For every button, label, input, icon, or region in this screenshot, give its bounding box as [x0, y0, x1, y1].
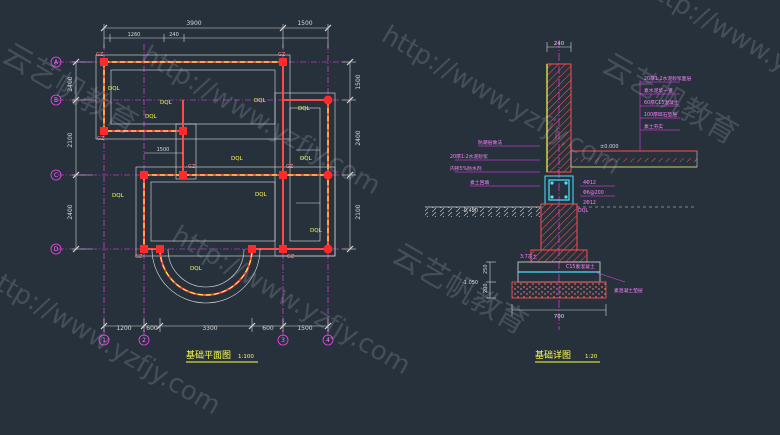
- dql-label: DQL: [255, 192, 268, 198]
- detail-dim-200: 200: [483, 283, 489, 293]
- plan-dim-top-0: 3900: [186, 20, 201, 27]
- axis-label-1: 1: [102, 337, 106, 344]
- detail-bottom-dimension: [511, 304, 607, 316]
- plan-dim-right-2: 2100: [355, 204, 362, 219]
- gravel-pad: [511, 281, 607, 299]
- plan-dim-inner-1500: 1500: [157, 147, 170, 153]
- plan-dimension-ticks: [72, 24, 354, 330]
- ground-fill: [425, 207, 541, 217]
- axis-label-c: C: [54, 172, 58, 179]
- plan-title: 基础平面图: [186, 349, 231, 361]
- detail-side-dimensions: [486, 261, 496, 299]
- note-right-4: 素土夯实: [644, 123, 663, 130]
- axis-label-4: 4: [326, 337, 330, 344]
- note-left-3: 素土回填: [470, 179, 489, 186]
- plan-dim-top-small-2: 1260: [128, 32, 141, 38]
- note-left-2: 内掺5%防水剂: [450, 165, 482, 172]
- gz-label: GZ: [188, 164, 196, 170]
- axis-bubbles: [50, 56, 334, 346]
- gz-label: GZ: [96, 52, 104, 58]
- footing-wall: [540, 203, 578, 251]
- note-right-2: 60厚C15混凝土: [644, 99, 679, 106]
- plan-dim-left-0: 2400: [67, 76, 74, 91]
- plan-dim-bottom-1: 600: [146, 325, 158, 332]
- floor-layer: [571, 158, 697, 162]
- plan-columns: [100, 58, 333, 254]
- plan-dim-top-small-0: 240: [169, 32, 179, 38]
- footing-step: [530, 249, 588, 263]
- gz-label: GZ: [135, 254, 143, 260]
- plan-dim-left-1: 2100: [67, 132, 74, 147]
- plan-scale: 1:100: [238, 354, 254, 360]
- axis-label-b: B: [54, 97, 58, 104]
- watermark-layer: http://www.yzfjy.com http://www.yzfjy.co…: [0, 0, 780, 421]
- plan-dim-top-1: 1500: [297, 20, 312, 27]
- note-right-0: 20厚1:2水泥砂浆面层: [644, 75, 692, 82]
- dql-label: DQL: [300, 156, 313, 162]
- plan-dim-right-1: 2400: [355, 130, 362, 145]
- ring-beam-stirrup: [548, 179, 570, 201]
- dql-label: DQL: [190, 266, 203, 272]
- inner-dimension-lines: [144, 149, 320, 204]
- note-left-1: 20厚1:2水泥砂浆: [450, 153, 488, 160]
- detail-wall: [546, 63, 572, 173]
- plan-dimension-lines: [72, 24, 356, 332]
- note-left-0: 防潮层做法: [478, 139, 502, 146]
- dql-label: DQL: [145, 114, 158, 120]
- watermark-brand: 云艺帆教育: [0, 37, 143, 142]
- ring-beam-bars: [550, 181, 568, 199]
- plan-dim-right-0: 1500: [355, 74, 362, 89]
- detail-scale: 1:20: [585, 354, 598, 360]
- detail-leaders-right: [594, 80, 680, 283]
- detail-level-floor: ±0.000: [600, 144, 619, 150]
- plan-dim-bottom-3: 600: [262, 325, 274, 332]
- pad-label: 素混凝土垫层: [614, 287, 643, 294]
- found-label-0: 3:7灰土: [520, 253, 538, 260]
- plan-dim-bottom-4: 1500: [297, 325, 312, 332]
- gz-label: GZ: [278, 52, 286, 58]
- note-right-3: 100厚碎石垫层: [644, 111, 677, 118]
- detail-title: 基础详图: [535, 349, 571, 361]
- dql-label: DQL: [310, 228, 323, 234]
- plan-dim-bottom-2: 3300: [202, 325, 217, 332]
- found-label-1: C15素混凝土: [566, 263, 595, 270]
- dql-label: DQL: [254, 98, 267, 104]
- watermark-brand: 云艺帆教育: [386, 237, 533, 342]
- axis-label-a: A: [54, 59, 59, 66]
- detail-leaders-left: [455, 145, 615, 197]
- arc-foundation-outlines: [151, 248, 261, 304]
- foundation-plan: 3900 1500 1260 240 1200 600 3300 600 150…: [50, 20, 362, 363]
- detail-dim-bottom: 700: [554, 314, 565, 320]
- gz-label: GZ: [97, 136, 105, 142]
- gz-label: GZ: [286, 164, 294, 170]
- detail-dim-250: 250: [483, 264, 489, 274]
- watermark-url: http://www.yzfjy.com: [377, 20, 626, 181]
- axis-label-2: 2: [142, 337, 146, 344]
- dql-label: DQL: [112, 193, 125, 199]
- bar-label-2: 2Φ12: [583, 200, 596, 206]
- watermark-brand: 云艺帆教育: [596, 47, 743, 152]
- dql-label: DQL: [298, 106, 311, 112]
- axis-label-3: 3: [281, 337, 285, 344]
- axis-label-d: D: [54, 246, 59, 253]
- plan-dim-bottom-0: 1200: [116, 325, 131, 332]
- detail-level-ground: -0.450: [462, 208, 478, 214]
- dql-label: DQL: [231, 156, 244, 162]
- plan-member-labels: DQL DQL DQL DQL DQL DQL DQL DQL DQL DQL …: [96, 52, 323, 272]
- bar-label-1: Φ6@200: [583, 190, 604, 196]
- detail-level-bottom: -1.050: [462, 280, 478, 286]
- bar-label-0: 4Φ12: [583, 180, 596, 186]
- gz-label: GZ: [287, 254, 295, 260]
- foundation-detail: 240 700: [425, 40, 698, 363]
- ring-beam-label: DQL: [578, 208, 588, 214]
- plan-dim-left-2: 2400: [67, 204, 74, 219]
- note-right-1: 素水泥浆一道: [644, 87, 673, 94]
- dql-label: DQL: [160, 100, 173, 106]
- dql-label: DQL: [108, 86, 121, 92]
